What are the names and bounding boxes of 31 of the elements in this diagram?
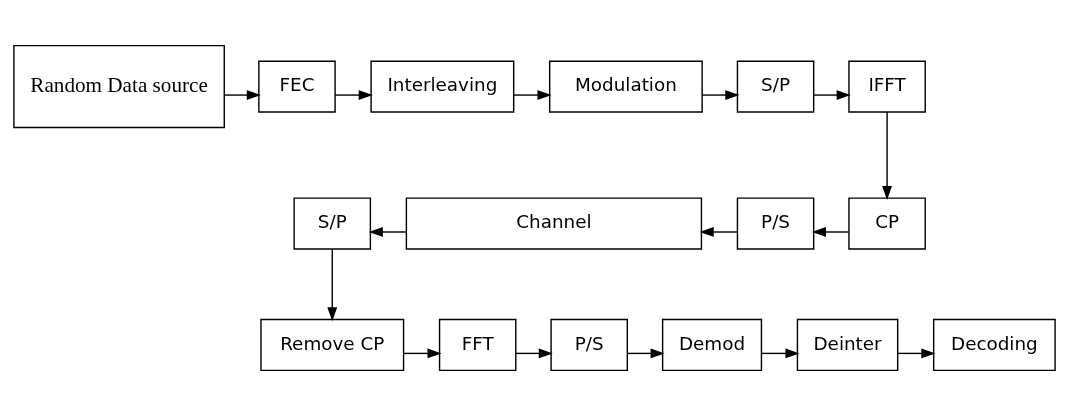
node-box: Random Data source xyxy=(13,44,225,129)
arrow xyxy=(334,90,373,100)
node-box: Remove CP xyxy=(260,318,405,372)
node-box: Interleaving xyxy=(370,60,515,113)
arrow xyxy=(626,348,665,359)
node-box: IFFT xyxy=(848,60,926,113)
arrow xyxy=(882,111,893,201)
node-box: Decoding xyxy=(932,318,1056,372)
arrow xyxy=(403,348,442,359)
node-box: FEC xyxy=(258,60,336,113)
arrow xyxy=(515,348,553,359)
node-box: Modulation xyxy=(548,60,703,113)
arrow xyxy=(368,227,408,237)
arrow xyxy=(513,90,552,100)
arrow xyxy=(327,248,338,322)
arrow xyxy=(223,90,261,100)
node-box: S/P xyxy=(293,197,372,250)
node-box: Deinter xyxy=(796,318,899,372)
arrow xyxy=(761,348,800,359)
node-box: S/P xyxy=(736,60,815,113)
node-box: CP xyxy=(848,197,926,250)
arrow xyxy=(811,227,850,237)
node-box: Channel xyxy=(405,197,703,250)
arrow xyxy=(896,348,936,359)
node-box: P/S xyxy=(550,318,629,372)
arrow xyxy=(701,90,740,100)
arrow xyxy=(699,227,738,237)
arrow xyxy=(813,90,851,100)
node-box: FFT xyxy=(438,318,517,372)
node-box: Demod xyxy=(661,318,763,372)
node-box: P/S xyxy=(736,197,815,250)
